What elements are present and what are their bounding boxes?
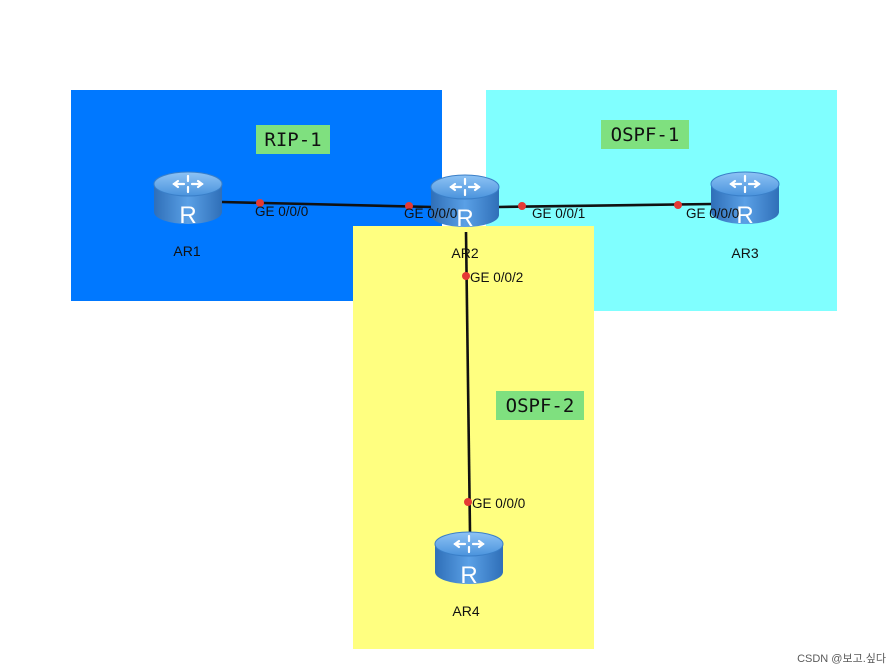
rip-area-label-bg — [256, 125, 330, 154]
port-label-ar2-ge001: GE 0/0/1 — [532, 206, 585, 221]
port-label-ar2-ge000: GE 0/0/0 — [404, 206, 457, 221]
watermark: CSDN @보고.싶다 — [797, 653, 886, 665]
router-ar2[interactable]: R — [429, 173, 501, 232]
port-dot-ar2-ge002 — [462, 272, 470, 280]
port-dot-ar3-ge000 — [674, 201, 682, 209]
port-dot-ar2-ge001 — [518, 202, 526, 210]
router-ar2-glyph: R — [456, 205, 473, 232]
ospf2-area-label-bg — [496, 391, 584, 420]
router-ar1[interactable]: R — [152, 170, 224, 229]
router-ar3-name: AR3 — [731, 245, 758, 261]
router-ar2-name: AR2 — [451, 245, 478, 261]
router-ar4-name: AR4 — [452, 603, 479, 619]
port-label-ar3-ge000: GE 0/0/0 — [686, 206, 739, 221]
port-dot-ar1-ge000 — [256, 199, 264, 207]
router-ar1-name: AR1 — [173, 243, 200, 259]
port-label-ar1-ge000: GE 0/0/0 — [255, 204, 308, 219]
router-ar3-glyph: R — [736, 202, 753, 229]
ospf1-area-label-bg — [601, 120, 689, 149]
router-ar1-glyph: R — [179, 202, 196, 229]
port-dot-ar4-ge000 — [464, 498, 472, 506]
ospf1-area-label: OSPF-1 — [611, 124, 680, 146]
router-ar3[interactable]: R — [709, 170, 781, 229]
port-label-ar4-ge000: GE 0/0/0 — [472, 496, 525, 511]
rip-area-label: RIP-1 — [264, 129, 321, 151]
router-ar4-glyph: R — [460, 562, 477, 589]
port-dots — [256, 199, 682, 506]
port-label-ar2-ge002: GE 0/0/2 — [470, 270, 523, 285]
link-ar2-ar4 — [464, 231, 472, 533]
ospf2-area-label: OSPF-2 — [506, 395, 575, 417]
router-ar4[interactable]: R — [433, 530, 505, 589]
port-dot-ar2-ge000 — [405, 202, 413, 210]
